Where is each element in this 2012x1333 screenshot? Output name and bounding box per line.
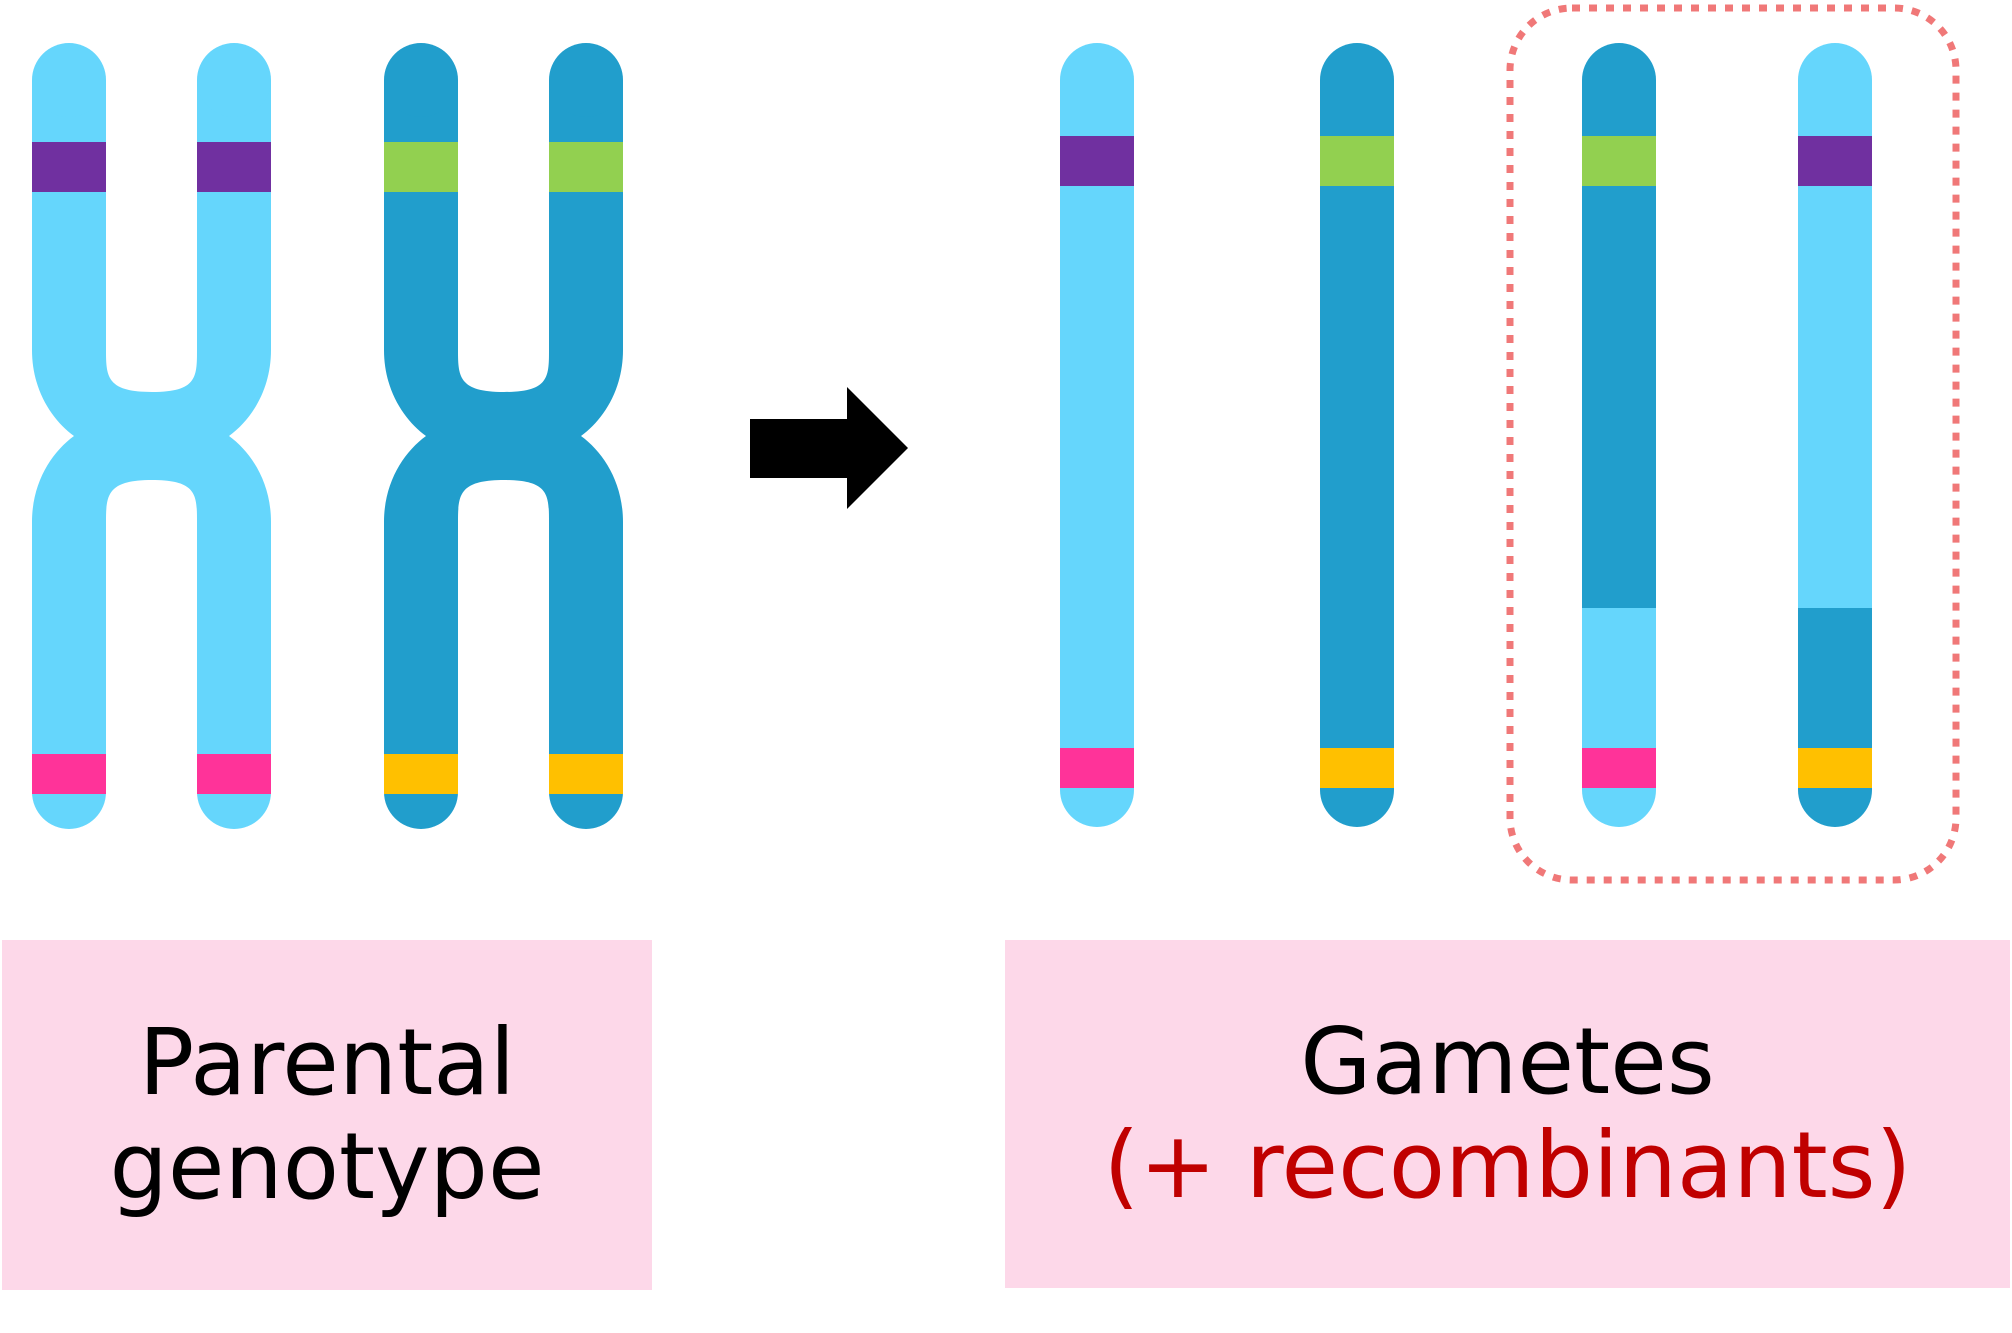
gene-band-bottom bbox=[197, 754, 271, 794]
chromosome-arm-upper bbox=[384, 80, 458, 350]
telomere-top bbox=[549, 43, 623, 117]
parental-chromosome-1 bbox=[32, 43, 271, 829]
chromosome-arm-lower bbox=[197, 522, 271, 792]
gene-band-top bbox=[1798, 136, 1872, 186]
gene-band-top bbox=[549, 142, 623, 192]
chromosome-arm-upper bbox=[549, 80, 623, 350]
gene-band-top bbox=[32, 142, 106, 192]
chromosome-arm-lower bbox=[549, 522, 623, 792]
gametes-label: Gametes (+ recombinants) bbox=[1005, 940, 2010, 1288]
parental-chromosome-2 bbox=[384, 43, 623, 829]
gene-band-bottom bbox=[1060, 748, 1134, 788]
gene-band-bottom bbox=[1320, 748, 1394, 788]
gene-band-bottom bbox=[549, 754, 623, 794]
gene-band-bottom bbox=[384, 754, 458, 794]
chromosome-arm-lower bbox=[32, 522, 106, 792]
right-arrow-icon bbox=[750, 387, 908, 509]
chromosome-arm-upper bbox=[197, 80, 271, 350]
gamete-2 bbox=[1320, 43, 1394, 827]
parental-label-line2: genotype bbox=[109, 1113, 545, 1220]
gene-band-top bbox=[1582, 136, 1656, 186]
gametes-label-line2: (+ recombinants) bbox=[1103, 1112, 1912, 1219]
parental-genotype-label: Parental genotype bbox=[2, 940, 652, 1290]
telomere-top bbox=[32, 43, 106, 117]
gene-band-bottom bbox=[1798, 748, 1872, 788]
gene-band-top bbox=[384, 142, 458, 192]
telomere-top bbox=[384, 43, 458, 117]
gene-band-bottom bbox=[32, 754, 106, 794]
gamete-4 bbox=[1798, 43, 1872, 827]
chromosome-arm-upper bbox=[32, 80, 106, 350]
gametes-label-line1: Gametes bbox=[1300, 1008, 1715, 1116]
gamete-1 bbox=[1060, 43, 1134, 827]
centromere bbox=[32, 350, 271, 522]
gene-band-top bbox=[1060, 136, 1134, 186]
gamete-chromatids bbox=[1060, 43, 1872, 827]
gamete-3 bbox=[1582, 43, 1656, 827]
gene-band-top bbox=[197, 142, 271, 192]
gene-band-bottom bbox=[1582, 748, 1656, 788]
telomere-top bbox=[197, 43, 271, 117]
recombinant-highlight-box bbox=[1506, 4, 1960, 884]
parental-chromosomes bbox=[32, 43, 623, 829]
parental-label-line1: Parental bbox=[138, 1009, 516, 1117]
centromere bbox=[384, 350, 623, 522]
chromosome-arm-lower bbox=[384, 522, 458, 792]
gene-band-top bbox=[1320, 136, 1394, 186]
